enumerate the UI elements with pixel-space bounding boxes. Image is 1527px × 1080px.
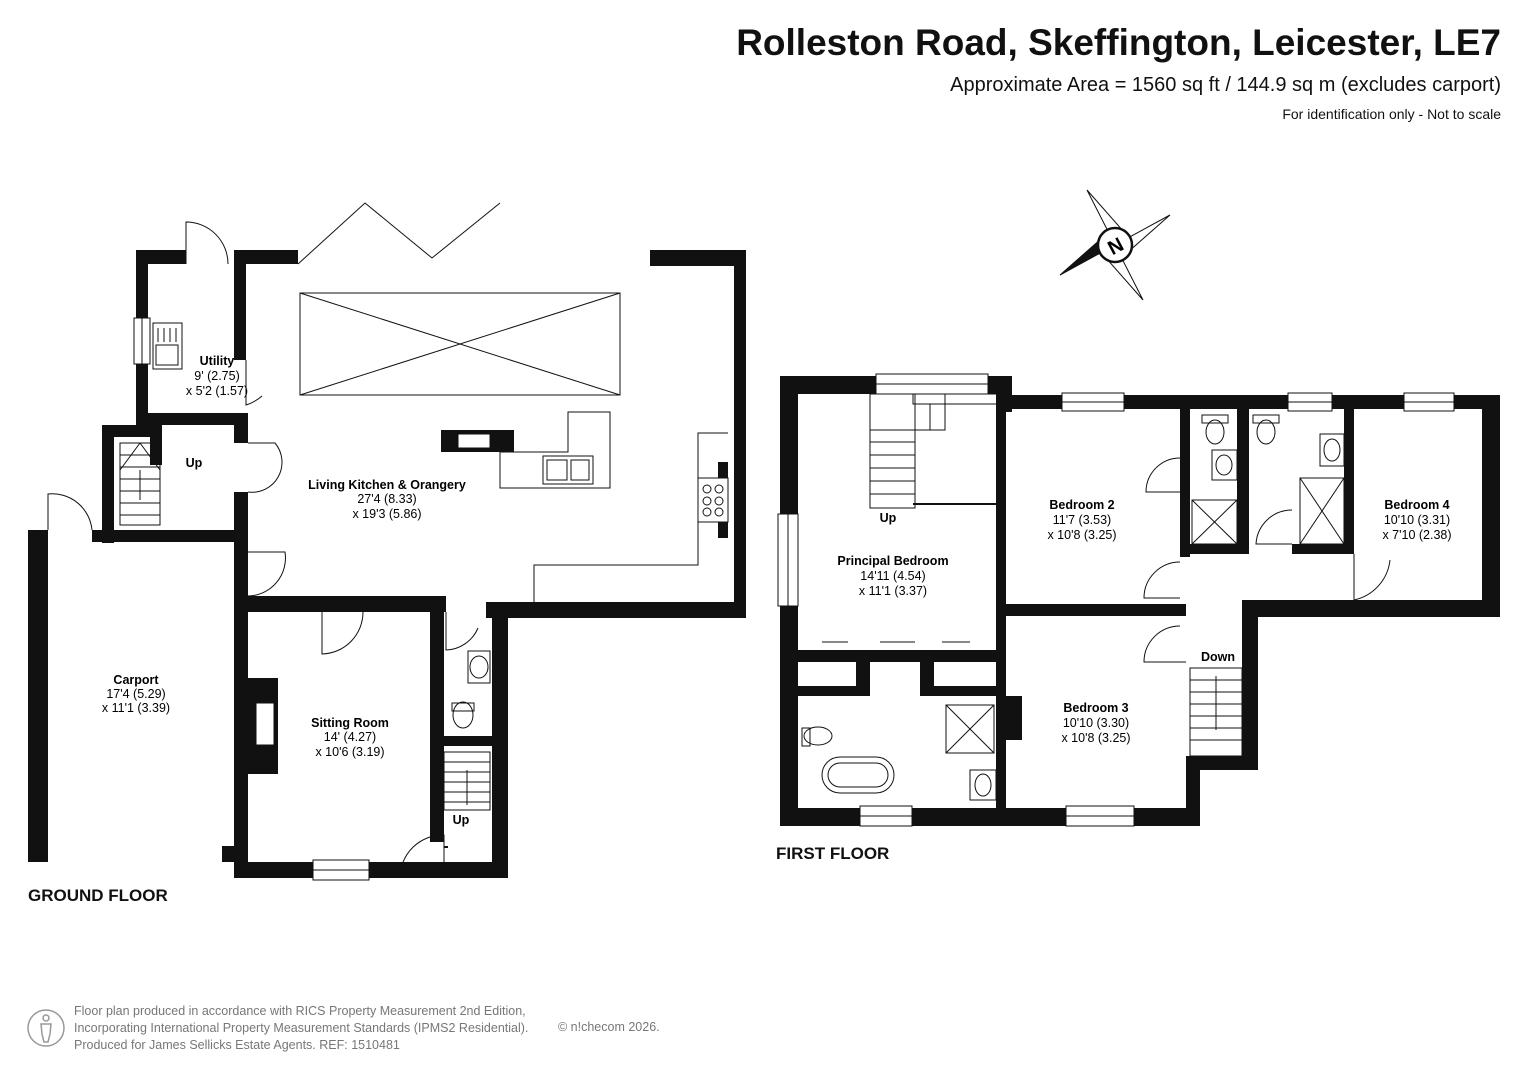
footer-credits: Floor plan produced in accordance with R… (74, 1003, 528, 1054)
footer-line-2: Incorporating International Property Mea… (74, 1021, 529, 1035)
bedroom-2-dim1: 11'7 (3.53) (1053, 513, 1111, 527)
bedroom-4-dim1: 10'10 (3.31) (1384, 513, 1450, 527)
kitchen-dim2: x 19'3 (5.86) (352, 507, 421, 521)
footer-line-1: Floor plan produced in accordance with R… (74, 1004, 526, 1018)
utility-name: Utility (200, 354, 235, 368)
first-stair-up-label: Up (880, 511, 897, 525)
carport-dim2: x 11'1 (3.39) (102, 701, 170, 715)
bedroom-4-name: Bedroom 4 (1384, 498, 1449, 512)
compass-icon: N (1059, 189, 1171, 301)
principal-bedroom-dim1: 14'11 (4.54) (860, 569, 925, 583)
bedroom-3-dim2: x 10'8 (3.25) (1061, 731, 1130, 745)
utility-dim1: 9' (2.75) (194, 369, 239, 383)
first-stair-down-label: Down (1201, 650, 1235, 664)
approximate-area: Approximate Area = 1560 sq ft / 144.9 sq… (950, 74, 1501, 96)
kitchen-dim1: 27'4 (8.33) (357, 492, 416, 506)
bedroom-3-name: Bedroom 3 (1063, 701, 1128, 715)
bedroom-2-dim2: x 10'8 (3.25) (1047, 528, 1116, 542)
ground-floor-plan: Utility 9' (2.75) x 5'2 (1.57) Up Carpor… (28, 202, 746, 881)
identification-note: For identification only - Not to scale (1282, 106, 1501, 122)
sitting-room-name: Sitting Room (311, 716, 389, 730)
first-floor-plan: Up Principal Bedroom 14'11 (4.54) x 11'1… (777, 373, 1500, 827)
ground-stair-up-label: Up (186, 456, 203, 470)
sitting-room-dim2: x 10'6 (3.19) (315, 745, 384, 759)
bedroom-4-dim2: x 7'10 (2.38) (1382, 528, 1451, 542)
principal-bedroom-dim2: x 11'1 (3.37) (859, 584, 927, 598)
principal-bedroom-name: Principal Bedroom (837, 554, 948, 568)
first-floor-label: FIRST FLOOR (776, 844, 890, 863)
ground-floor-label: GROUND FLOOR (28, 886, 168, 905)
footer-line-3: Produced for James Sellicks Estate Agent… (74, 1038, 400, 1052)
carport-dim1: 17'4 (5.29) (106, 687, 165, 701)
footer-copyright: © n!checom 2026. (558, 1020, 660, 1034)
bedroom-3-dim1: 10'10 (3.30) (1063, 716, 1129, 730)
person-scale-icon (27, 1009, 65, 1047)
carport-name: Carport (113, 673, 159, 687)
kitchen-name: Living Kitchen & Orangery (308, 478, 466, 492)
property-title: Rolleston Road, Skeffington, Leicester, … (736, 22, 1501, 63)
sitting-room-dim1: 14' (4.27) (324, 730, 376, 744)
bedroom-2-name: Bedroom 2 (1049, 498, 1114, 512)
ground-hall-stair-up-label: Up (453, 813, 470, 827)
utility-dim2: x 5'2 (1.57) (186, 384, 248, 398)
